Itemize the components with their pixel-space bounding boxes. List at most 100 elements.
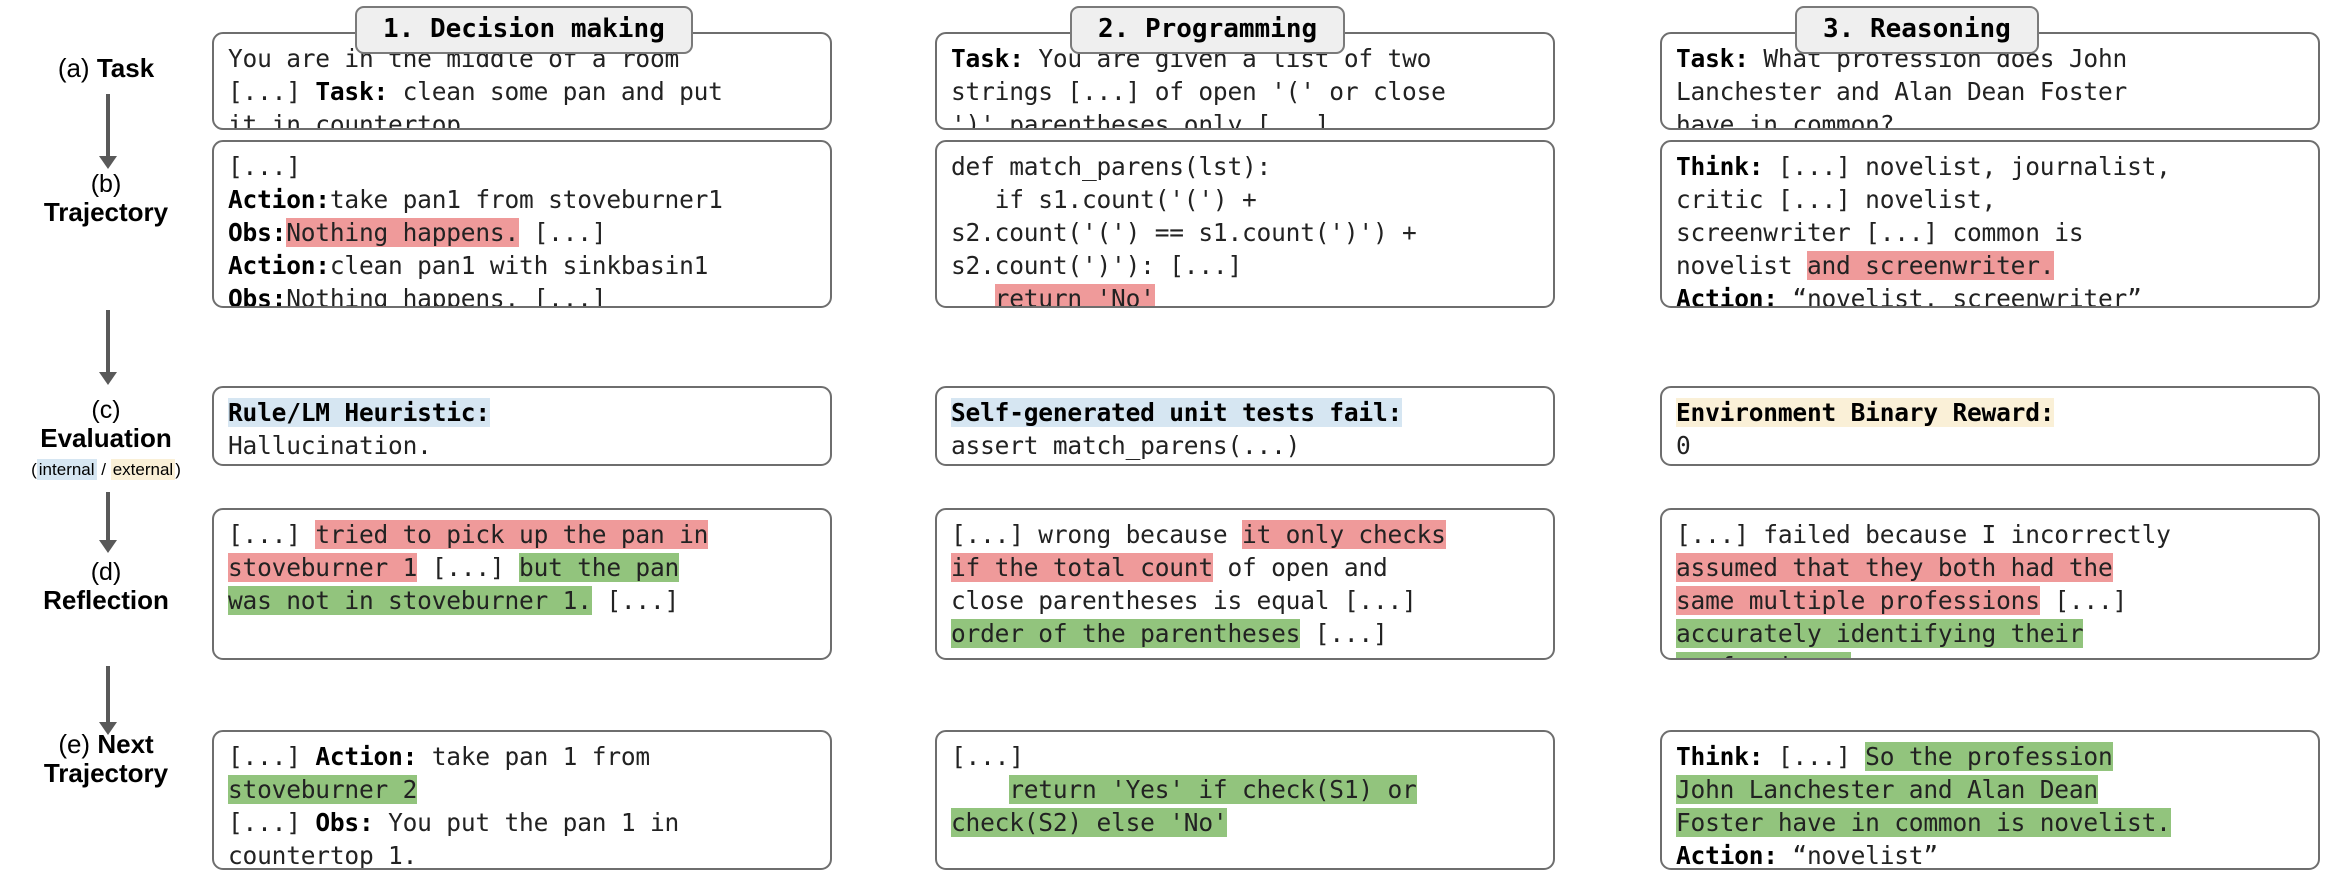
highlight-green: check(S2) else 'No' [951,808,1228,837]
text-run: s2.count(')'): [...] [951,251,1243,280]
cell-line: return 'Yes' if check(S1) or [951,773,1539,806]
highlight-green: was not in stoveburner 1. [228,586,592,615]
text-run: have in common? [1676,110,1895,130]
highlight-red: assumed that they both had the [1676,553,2113,582]
text-run: [...] [1763,742,1866,771]
cell-line: [...] [951,740,1539,773]
highlight-green: Foster have in common is novelist. [1676,808,2171,837]
text-run: take pan1 from stoveburner1 [329,185,723,214]
cell-line: Think: [...] novelist, journalist, [1676,150,2304,183]
text-run: [...] [2039,586,2128,615]
row-label-next-trajectory-prefix: (e) [58,729,91,759]
highlight-green: return 'Yes' if check(S1) or [1009,775,1417,804]
column-header-reasoning: 3. Reasoning [1795,6,2039,54]
text-run: [...] [228,520,316,549]
cell-line: professions. [1676,650,2304,658]
column-header-programming: 2. Programming [1070,6,1346,54]
text-run: strings [...] of open '(' or close [951,77,1446,106]
text-run: Obs: [228,218,287,247]
row-label-evaluation-prefix: (c) [91,396,121,424]
cell-line: if the total count of open and [951,551,1539,584]
text-run [951,284,995,306]
cell-line: Action: “novelist” [1676,839,2304,870]
text-run: [...] [1300,619,1388,648]
arrow-eval-to-reflection [99,492,117,553]
text-run: of open and [1212,553,1388,582]
highlight-green: order of the parentheses [951,619,1301,648]
cell-line: Environment Binary Reward: [1676,396,2304,429]
text-run: Lanchester and Alan Dean Foster [1676,77,2128,106]
subnote-internal: internal [36,459,97,480]
highlight-red: stoveburner 1 [228,553,418,582]
cell-evaluation-programming: Self-generated unit tests fail: assert ma… [935,386,1555,466]
highlight-red: same multiple professions [1676,586,2040,615]
column-header-decision-making: 1. Decision making [355,6,693,54]
cell-line: 0 [1676,429,2304,462]
cell-trajectory-reasoning: Think: [...] novelist, journalist,critic… [1660,140,2320,308]
text-run: [...] [228,77,316,106]
cell-line: strings [...] of open '(' or close [951,75,1539,108]
text-run: “novelist, screenwriter” [1777,284,2142,308]
cell-line: stoveburner 1 [...] but the pan [228,551,816,584]
cell-line: [...] failed because I incorrectly [1676,518,2304,551]
text-run: screenwriter [...] common is [1676,218,2084,247]
text-run: s2.count('(') == s1.count(')') + [951,218,1417,247]
row-label-evaluation: (c) Evaluation [0,396,212,453]
text-run: You put the pan 1 in [373,808,680,837]
text-run: [...] novelist, journalist, [1763,152,2171,181]
cell-line: def match_parens(lst): [951,150,1539,183]
cell-line: [...] Task: clean some pan and put [228,75,816,108]
cell-line: assert match_parens(...) [951,429,1539,462]
cell-line: screenwriter [...] common is [1676,216,2304,249]
text-run: ')' parentheses only [...] [951,110,1330,130]
text-run: [...] [228,152,301,181]
row-label-evaluation-name: Evaluation [40,423,172,453]
subnote-external: external [110,459,176,480]
cell-line: countertop 1. [228,839,816,868]
cell-line: if s1.count('(') + [951,183,1539,216]
highlight-green: So the profession [1865,742,2113,771]
text-run: Action: [1676,284,1778,308]
highlight-red: it only checks [1242,520,1446,549]
cell-line: same multiple professions [...] [1676,584,2304,617]
row-label-evaluation-subnote: (internal / external) [0,459,212,480]
highlight-red: Nothing happens. [286,218,520,247]
text-run: You are given a list of two [1023,44,1432,73]
cell-line: have in common? [1676,108,2304,130]
row-label-task: (a) Task [0,53,212,83]
cell-line: Action:take pan1 from stoveburner1 [228,183,816,216]
text-run: Nothing happens. [...] [286,284,607,308]
text-run: Action: [228,185,330,214]
highlight-green: stoveburner 2 [228,775,418,804]
cell-line: Self-generated unit tests fail: [951,396,1539,429]
text-run: assert match_parens(...) [951,431,1301,460]
cell-line: Obs:Nothing happens. [...] [228,282,816,308]
text-run: [...] [417,553,520,582]
row-label-trajectory-prefix: (b) [90,170,122,198]
cell-line: return 'No' [951,282,1539,306]
cell-line: Think: [...] So the profession [1676,740,2304,773]
text-run: Action: [315,742,418,771]
highlight-green: professions. [1676,652,1851,658]
text-run: Task: [315,77,389,106]
row-label-reflection: (d) Reflection [0,558,212,615]
cell-line: Action: “novelist, screenwriter” [1676,282,2304,308]
highlight-blue: Rule/LM Heuristic: [228,398,490,427]
row-label-task-prefix: (a) [57,53,90,83]
cell-line: [...] wrong because it only checks [951,518,1539,551]
cell-line: s2.count(')'): [...] [951,249,1539,282]
cell-line: [...] tried to pick up the pan in [228,518,816,551]
text-run: Action: [228,251,330,280]
text-run: take pan 1 from [417,742,650,771]
text-run: Action: [1676,841,1778,870]
subnote-separator: / [96,460,111,479]
text-run: [...] [519,218,607,247]
row-label-next-trajectory: (e) Next Trajectory [0,729,212,788]
text-run: Task: [1676,44,1749,73]
cell-evaluation-decision-making: Rule/LM Heuristic:Hallucination. [212,386,832,466]
text-run: [...] [591,586,680,615]
highlight-blue: Self-generated unit tests fail: [951,398,1403,427]
subnote-close-paren: ) [175,460,181,479]
